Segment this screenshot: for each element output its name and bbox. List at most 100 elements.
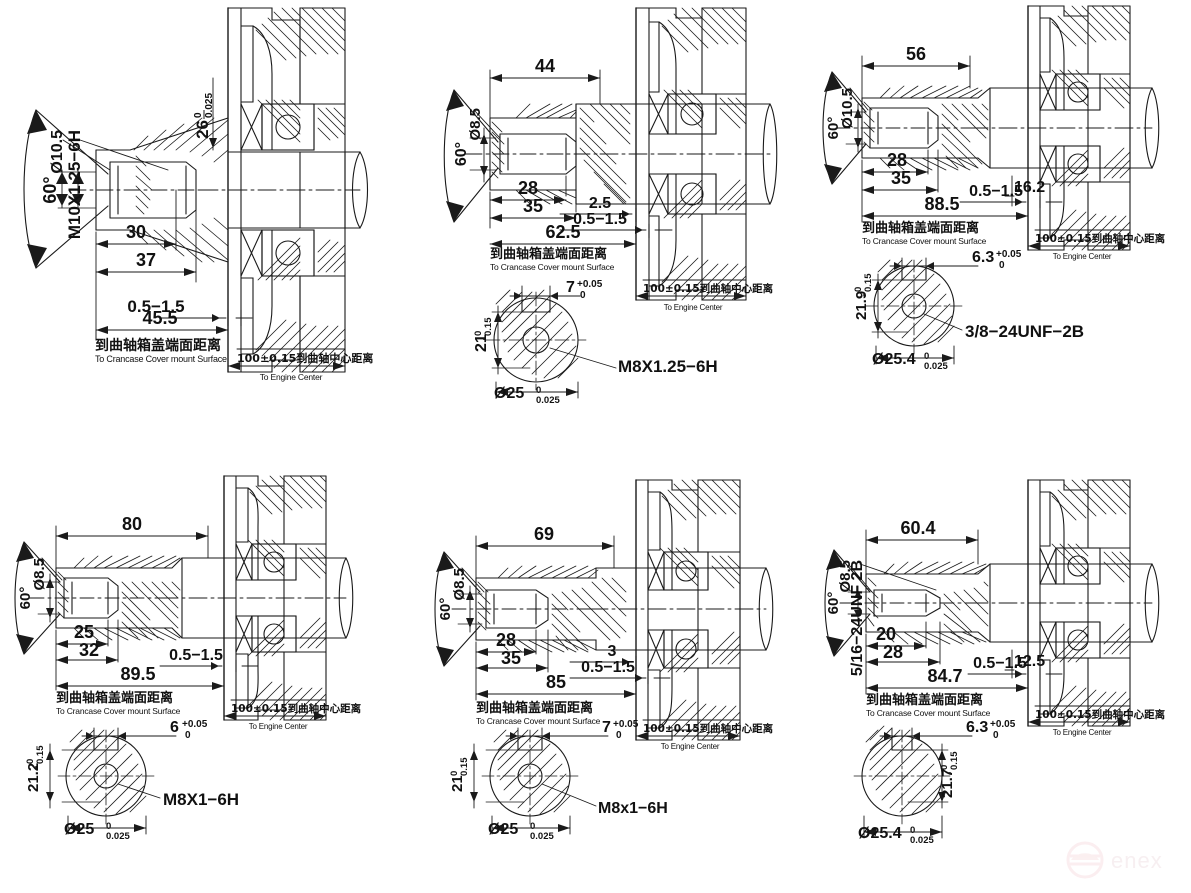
dim-62-5: 62.5 — [545, 222, 580, 242]
bore-label-4: Ø8.5 — [31, 558, 48, 591]
label-leaders — [56, 139, 169, 209]
mount-surface-cn-2: 到曲轴箱盖端面距离 — [490, 246, 607, 262]
svg-text:0.025: 0.025 — [536, 395, 560, 406]
svg-text:+0.05: +0.05 — [990, 719, 1016, 730]
countersink-flare — [824, 549, 871, 657]
section-flat-height-label-5: 21 0 0.15 — [449, 757, 470, 792]
section-flat-height-label-3: 21.9 0 0.15 — [853, 273, 874, 320]
svg-text:0: 0 — [939, 765, 950, 770]
svg-text:0.025: 0.025 — [204, 93, 215, 118]
watermark-text: enex — [1111, 848, 1163, 873]
svg-text:+0.05: +0.05 — [996, 249, 1022, 260]
dim-20: 20 — [876, 624, 896, 644]
dim-step-2: 2.5 — [589, 195, 611, 212]
svg-text:0: 0 — [530, 821, 535, 832]
countersink-flare — [23, 109, 109, 269]
countersink-flare — [822, 71, 867, 185]
svg-text:26: 26 — [193, 120, 212, 139]
dim-100 — [1027, 229, 1131, 251]
section-hatch — [865, 725, 943, 815]
section-flat-height-label: 21 0 0.15 — [473, 317, 494, 352]
dim-step-6: 12.5 — [1014, 653, 1045, 670]
section-diameter-label-4: Ø25 0 0.025 — [64, 821, 130, 842]
nose-hatch — [491, 103, 631, 205]
engine-center-en-3: To Engine Center — [1053, 252, 1112, 261]
engine-center-en-6: To Engine Center — [1053, 728, 1112, 737]
nose-hatch — [477, 565, 627, 653]
svg-text:6: 6 — [170, 719, 179, 736]
pto-nose — [451, 567, 767, 651]
section-dims — [470, 727, 609, 835]
bore-label-5: Ø8.5 — [451, 568, 468, 601]
engine-center-cn-4: 100±0.15到曲轴中心距离 — [231, 702, 362, 715]
section-flat-height-label-4: 21.2 0 0.15 — [25, 745, 46, 792]
bore-leader — [37, 557, 63, 623]
countersink-flare — [434, 551, 481, 667]
dim-28: 28 — [518, 178, 538, 198]
dim-100 — [635, 719, 741, 741]
dim-chain — [489, 69, 673, 277]
mount-surface-en-2: To Crancase Cover mount Surface — [490, 262, 615, 272]
svg-text:+0.05: +0.05 — [613, 719, 639, 730]
svg-text:0.025: 0.025 — [924, 361, 948, 372]
section-dims — [863, 727, 973, 839]
section-dims — [871, 257, 979, 365]
svg-text:6.3: 6.3 — [966, 719, 988, 736]
engine-center-cn: 100±0.15到曲轴中心距离 — [237, 351, 373, 365]
section-flat-height-label-6: 21.7 0 0.15 — [939, 751, 960, 798]
panel-1-svg: 60° Ø10.5 M10X1.25−6H 26 0 0.025 30 37 0… — [23, 7, 373, 382]
svg-text:7: 7 — [566, 279, 575, 296]
section-key-width-label-6: 6.3 +0.05 0 — [966, 719, 1016, 741]
svg-text:0.025: 0.025 — [106, 831, 130, 842]
dim-56: 56 — [906, 44, 926, 64]
dim-45-5: 45.5 — [142, 308, 177, 328]
dim-chain — [475, 535, 671, 705]
section-key-width-label-4: 6 +0.05 0 — [170, 719, 208, 741]
engine-center-cn-3: 100±0.15到曲轴中心距离 — [1035, 232, 1166, 245]
dim-chain — [95, 189, 253, 341]
panel-5-svg: 60° Ø8.5 69 28 35 85 3 0.5−1.5 到曲轴箱盖端面距离… — [434, 479, 774, 842]
dim-35-5: 35 — [501, 648, 521, 668]
dim-69: 69 — [534, 524, 554, 544]
mount-surface-cn-5: 到曲轴箱盖端面距离 — [476, 700, 593, 716]
svg-text:Ø25.4: Ø25.4 — [858, 825, 902, 842]
countersink-flare — [443, 89, 499, 223]
dim-28-6: 28 — [883, 642, 903, 662]
engine-center-en-4: To Engine Center — [249, 722, 308, 731]
svg-text:0.15: 0.15 — [483, 317, 494, 336]
svg-text:0.025: 0.025 — [910, 835, 934, 846]
crankcase-housing — [227, 7, 346, 373]
mount-surface-cn: 到曲轴箱盖端面距离 — [95, 337, 221, 354]
section-diameter-label-5: Ø25 0 0.025 — [488, 821, 554, 842]
section-thread-label-3: 3/8−24UNF−2B — [965, 322, 1084, 341]
panel-6-svg: 60° Ø8.5 5/16−24UNF 2B 60.4 20 28 84.7 1… — [824, 479, 1166, 846]
svg-text:Ø25: Ø25 — [64, 821, 94, 838]
section-dims — [46, 727, 177, 835]
svg-text:0: 0 — [580, 290, 586, 301]
mount-surface-en-3: To Crancase Cover mount Surface — [862, 236, 987, 246]
mount-surface-en-5: To Crancase Cover mount Surface — [476, 716, 601, 726]
panel-2-shaft-m8x125: 60° Ø8.5 44 28 35 62.5 2.5 0.5−1.5 到曲轴箱盖… — [440, 0, 810, 406]
angle-label-4: 60° — [17, 587, 34, 610]
dim-chain — [55, 525, 259, 695]
panel-1-shaft-m10: 60° Ø10.5 M10X1.25−6H 26 0 0.025 30 37 0… — [0, 0, 400, 400]
section-thread-label-2: M8X1.25−6H — [618, 357, 718, 376]
section-hatch — [493, 729, 571, 815]
svg-text:0: 0 — [924, 351, 929, 362]
dim-85: 85 — [546, 672, 566, 692]
svg-text:0: 0 — [910, 825, 915, 836]
svg-text:0.15: 0.15 — [863, 273, 874, 292]
mount-surface-en-4: To Crancase Cover mount Surface — [56, 706, 181, 716]
dim-chamfer-2: 0.5−1.5 — [573, 211, 627, 228]
angle-label-2: 60° — [453, 142, 470, 166]
dim-chamfer-1: 0.5−1.5 — [127, 297, 184, 316]
dim-80: 80 — [122, 514, 142, 534]
svg-text:21.7: 21.7 — [939, 769, 956, 798]
dim-28-3: 28 — [887, 150, 907, 170]
dim-chamfer-3: 0.5−1.5 — [969, 183, 1023, 200]
angle-label-1: 60° — [40, 176, 60, 203]
svg-text:+0.05: +0.05 — [182, 719, 208, 730]
panel-4-shaft-m8x1: 60° Ø8.5 80 25 32 89.5 0.5−1.5 到曲轴箱盖端面距离… — [0, 450, 400, 893]
dim-chamfer-6: 0.5−1.5 — [973, 655, 1027, 672]
